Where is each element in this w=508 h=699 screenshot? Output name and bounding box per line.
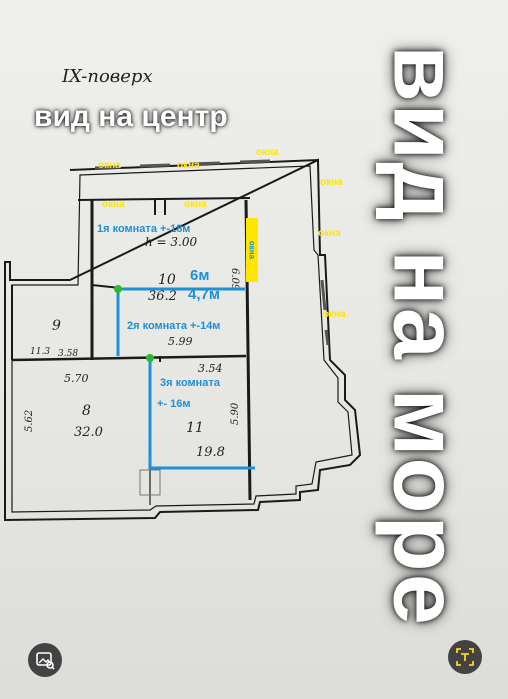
room9-dim1: 11.3 — [30, 347, 50, 357]
room9-dim2: 3.58 — [58, 349, 78, 359]
text-scan-icon — [456, 648, 474, 666]
window-label-5: окна — [102, 199, 125, 210]
image-search-button[interactable] — [28, 643, 62, 677]
measure-6m: 6м — [190, 267, 210, 284]
view-sea-vertical-text: вид на море — [374, 45, 477, 627]
room2-label: 2я комната +-14м — [127, 320, 221, 332]
dim-599: 5.99 — [168, 335, 193, 348]
window-label-3: окна — [256, 147, 279, 158]
image-search-icon — [36, 652, 55, 670]
window-label-4: окна — [320, 177, 343, 188]
room3-label-line1: 3я комната — [160, 377, 220, 389]
green-marker-1 — [114, 285, 122, 293]
room8-area: 32.0 — [74, 425, 103, 440]
room11-number: 11 — [186, 420, 204, 436]
window-label-6: окна — [184, 199, 207, 210]
room1-label: 1я комната +-18м — [97, 223, 191, 235]
window-label-8: окна — [323, 309, 346, 320]
dim-354: 3.54 — [198, 362, 223, 375]
room9-number: 9 — [52, 318, 61, 334]
floor-label: IX-поверх — [61, 66, 153, 87]
view-center-heading: вид на центр — [34, 100, 228, 133]
dim-609: 6.09 — [229, 268, 240, 291]
window-label-1: окна — [98, 160, 121, 171]
room10-number: 10 — [158, 272, 176, 288]
ceiling-height: h = 3.00 — [145, 235, 197, 249]
window-label-2: окна — [177, 160, 200, 171]
dim-570: 5.70 — [64, 372, 89, 385]
wall-window-label-box: окна — [246, 218, 258, 282]
room11-area: 19.8 — [196, 445, 225, 460]
blue-room3-outline — [148, 357, 255, 470]
room10-area: 36.2 — [148, 289, 177, 304]
window-label-7: окна — [318, 228, 341, 239]
green-marker-2 — [146, 354, 154, 362]
dim-590: 5.90 — [230, 402, 241, 425]
room3-label-line2: +- 16м — [157, 398, 191, 410]
room8-number: 8 — [82, 403, 91, 419]
measure-4-7m: 4,7м — [188, 286, 220, 303]
text-scan-button[interactable] — [448, 640, 482, 674]
dim-562: 5.62 — [24, 410, 35, 432]
